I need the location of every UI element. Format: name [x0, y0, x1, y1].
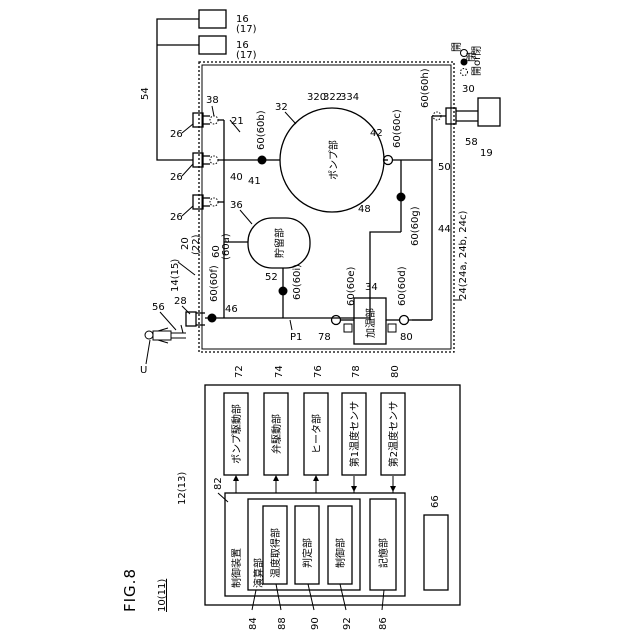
- ref-19: 19: [480, 148, 493, 159]
- legend-open-label: 開: [451, 42, 463, 52]
- ref-30: 30: [462, 84, 475, 95]
- ref-24: 24(24a, 24b, 24c): [458, 211, 469, 300]
- ref-48: 48: [358, 204, 371, 215]
- ref-90: 90: [310, 617, 321, 630]
- valve-38-top: [210, 116, 218, 124]
- label-60h: 60(60h): [420, 68, 431, 108]
- label-60b: 60(60b): [256, 110, 267, 150]
- sensor-80: [388, 324, 396, 332]
- ref-80-dev: 80: [390, 365, 401, 378]
- ref-22: (22): [191, 234, 202, 255]
- label-60c: 60(60c): [392, 109, 403, 148]
- ref-54: 54: [140, 87, 151, 100]
- ref-36: 36: [230, 200, 243, 211]
- device-label-78: 第1温度センサ: [348, 401, 361, 467]
- ref-84: 84: [248, 617, 259, 630]
- ref-42: 42: [370, 128, 383, 139]
- valve-38-bot: [210, 198, 218, 206]
- ref-78: 78: [318, 332, 331, 343]
- label-60a-sub: (60a): [221, 233, 232, 260]
- ref-86: 86: [378, 617, 389, 630]
- controller-label: 制御装置: [230, 548, 243, 588]
- patient-figure: [145, 325, 186, 343]
- label-60f: 60(60f): [209, 265, 220, 302]
- ref-20: 20: [180, 237, 191, 250]
- ref-32: 32: [275, 102, 288, 113]
- control-unit-box: [205, 385, 460, 605]
- patient-u-label: U: [140, 365, 147, 376]
- valve-38-mid: [210, 156, 218, 164]
- ref-82: 82: [213, 477, 224, 490]
- ref-78-dev: 78: [351, 365, 362, 378]
- ref-56: 56: [152, 302, 165, 313]
- valve-60e: [332, 316, 341, 325]
- box-19: [478, 98, 500, 126]
- heater-label: 加温部: [364, 308, 377, 338]
- ref-28: 28: [174, 296, 187, 307]
- valve-60i: [279, 287, 288, 296]
- pump-label: ポンプ部: [327, 140, 340, 180]
- figure-title: FIG.8: [121, 568, 139, 612]
- ref-21: 21: [231, 116, 244, 127]
- device-label-76: ヒータ部: [310, 414, 323, 454]
- p1-label: P1: [290, 332, 302, 343]
- reservoir-label: 貯留部: [273, 228, 286, 258]
- label-60i: 60(60i): [292, 264, 303, 300]
- legend-either-label: 開or閉: [471, 46, 483, 76]
- legend-either-symbol: [461, 69, 468, 76]
- system-ref: 10(11): [157, 579, 168, 612]
- ref-76: 76: [313, 365, 324, 378]
- ref-44: 44: [438, 224, 451, 235]
- ref-46: 46: [225, 304, 238, 315]
- ref-12: 12(13): [177, 472, 188, 505]
- label-60e: 60(60e): [346, 266, 357, 306]
- ref-72: 72: [234, 365, 245, 378]
- valve-60f: [208, 314, 217, 323]
- controller-box: [225, 493, 405, 596]
- valve-60g: [397, 193, 406, 202]
- valve-60b: [258, 156, 267, 165]
- box-16b: [199, 36, 226, 54]
- box-16a: [199, 10, 226, 28]
- temp-acq-label: 温度取得部: [269, 528, 282, 578]
- judge-label: 判定部: [301, 538, 314, 568]
- ref-66: 66: [430, 495, 441, 508]
- ref-26b: 26: [170, 172, 183, 183]
- sensor-78: [344, 324, 352, 332]
- valve-60d: [400, 316, 409, 325]
- ref-58: 58: [465, 137, 478, 148]
- box-66: [424, 515, 448, 590]
- ref-26c: 26: [170, 212, 183, 223]
- ref-16a-sub: (17): [236, 24, 257, 35]
- ref-50: 50: [438, 162, 451, 173]
- ref-34: 34: [365, 282, 378, 293]
- compute-label: 演算部: [252, 558, 265, 588]
- port-26-group: [186, 113, 210, 326]
- ref-41: 41: [248, 176, 261, 187]
- ref-88: 88: [277, 617, 288, 630]
- ref-26a: 26: [170, 129, 183, 140]
- label-60g: 60(60g): [410, 206, 421, 246]
- ref-38: 38: [206, 95, 219, 106]
- ref-92: 92: [342, 617, 353, 630]
- ref-74: 74: [274, 365, 285, 378]
- device-label-80: 第2温度センサ: [387, 401, 400, 467]
- label-60d: 60(60d): [397, 266, 408, 306]
- device-label-74: 弁駆動部: [270, 414, 283, 454]
- ref-80: 80: [400, 332, 413, 343]
- ref-16b-sub: (17): [236, 50, 257, 61]
- ref-40: 40: [230, 172, 243, 183]
- ref-52: 52: [265, 272, 278, 283]
- ref-334: 334: [340, 92, 359, 103]
- control-label: 制御部: [334, 538, 347, 568]
- storage-label: 記憶部: [377, 538, 390, 568]
- device-label-72: ポンプ駆動部: [230, 404, 243, 464]
